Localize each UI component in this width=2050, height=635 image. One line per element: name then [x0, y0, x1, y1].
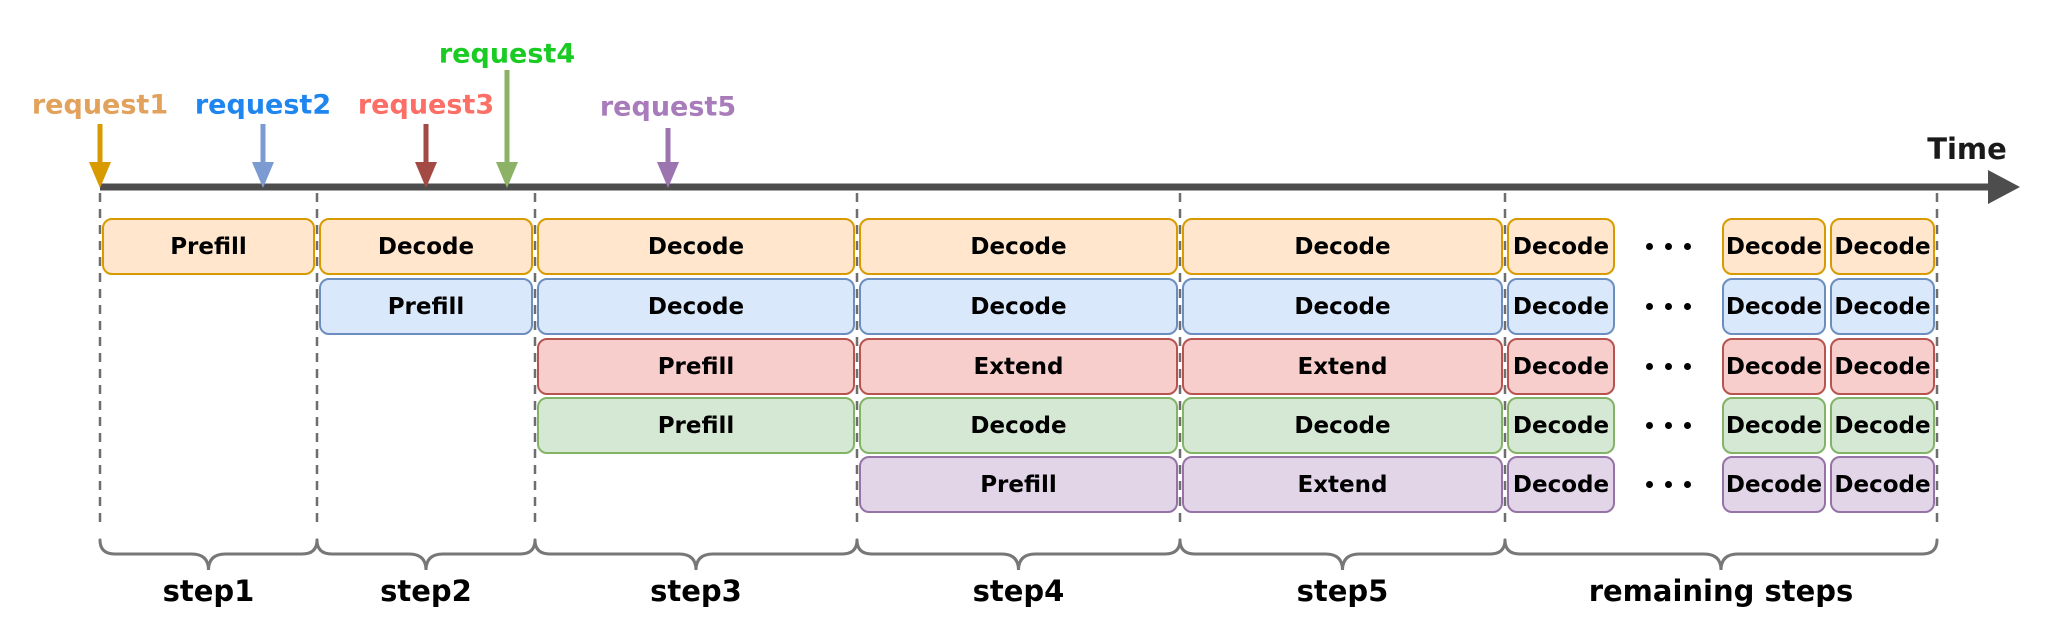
request1-arrowhead [89, 162, 111, 188]
request3-ellipsis-dot [1683, 363, 1691, 370]
step-label-6: remaining steps [1588, 574, 1854, 608]
request5-box-extend-2: Extend [1182, 456, 1503, 513]
request5-ellipsis-dot [1664, 481, 1672, 488]
step-brace-4 [855, 538, 1182, 571]
request5-box-prefill-1: Prefill [859, 456, 1178, 513]
request2-ellipsis-dot [1645, 303, 1653, 310]
request4-box-decode-4: Decode [1507, 397, 1615, 454]
step-label-3: step3 [650, 574, 742, 608]
request4-box-prefill-1: Prefill [537, 397, 855, 454]
request5-box-decode-4: Decode [1722, 456, 1826, 513]
request4-box-decode-6: Decode [1830, 397, 1935, 454]
request5-ellipsis-dot [1683, 481, 1691, 488]
request1-ellipsis-dot [1683, 243, 1691, 250]
request3-box-decode-6: Decode [1830, 338, 1935, 395]
request4-box-decode-3: Decode [1182, 397, 1503, 454]
request5-ellipsis-dot [1645, 481, 1653, 488]
step-label-1: step1 [162, 574, 255, 608]
request4-ellipsis-dot [1645, 422, 1653, 429]
request2-box-decode-3: Decode [859, 278, 1178, 335]
request1-box-prefill-1: Prefill [102, 218, 315, 275]
request4-arrowhead [496, 162, 518, 188]
request5-box-decode-3: Decode [1507, 456, 1615, 513]
step-brace-2 [315, 538, 537, 571]
request2-box-decode-6: Decode [1722, 278, 1826, 335]
request1-ellipsis-dot [1664, 243, 1672, 250]
request2-ellipsis-dot [1664, 303, 1672, 310]
request3-box-prefill-1: Prefill [537, 338, 855, 395]
request1-box-decode-4: Decode [859, 218, 1178, 275]
request2-box-prefill-1: Prefill [319, 278, 533, 335]
request-label-2: request2 [194, 89, 332, 121]
step-brace-1 [98, 538, 319, 571]
request3-box-extend-2: Extend [859, 338, 1178, 395]
request3-box-extend-3: Extend [1182, 338, 1503, 395]
request1-box-decode-8: Decode [1830, 218, 1935, 275]
time-axis-label: Time [1927, 132, 2007, 166]
request-label-1: request1 [31, 89, 169, 121]
request3-box-decode-5: Decode [1722, 338, 1826, 395]
timeline-arrowhead [1988, 170, 2020, 204]
request3-box-decode-4: Decode [1507, 338, 1615, 395]
request4-box-decode-2: Decode [859, 397, 1178, 454]
request1-box-decode-2: Decode [319, 218, 533, 275]
request3-arrowhead [415, 162, 437, 188]
request4-ellipsis-dot [1683, 422, 1691, 429]
request-label-5: request5 [599, 91, 737, 123]
request1-box-decode-3: Decode [537, 218, 855, 275]
request2-box-decode-4: Decode [1182, 278, 1503, 335]
request2-ellipsis-dot [1683, 303, 1691, 310]
request2-arrowhead [252, 162, 274, 188]
request1-box-decode-7: Decode [1722, 218, 1826, 275]
request4-ellipsis-dot [1664, 422, 1672, 429]
step-brace-3 [533, 538, 859, 571]
request-label-4: request4 [438, 38, 576, 70]
step-brace-5 [1178, 538, 1507, 571]
step-label-5: step5 [1296, 574, 1389, 608]
request5-box-decode-5: Decode [1830, 456, 1935, 513]
step-label-4: step4 [972, 574, 1065, 608]
request3-ellipsis-dot [1645, 363, 1653, 370]
step-label-2: step2 [380, 574, 472, 608]
step-brace-6 [1503, 538, 1939, 571]
request2-box-decode-2: Decode [537, 278, 855, 335]
request1-box-decode-6: Decode [1507, 218, 1615, 275]
request1-box-decode-5: Decode [1182, 218, 1503, 275]
request2-box-decode-7: Decode [1830, 278, 1935, 335]
request1-ellipsis-dot [1645, 243, 1653, 250]
request3-ellipsis-dot [1664, 363, 1672, 370]
request4-box-decode-5: Decode [1722, 397, 1826, 454]
request2-box-decode-5: Decode [1507, 278, 1615, 335]
request-label-3: request3 [357, 89, 495, 121]
request5-arrowhead [657, 162, 679, 188]
